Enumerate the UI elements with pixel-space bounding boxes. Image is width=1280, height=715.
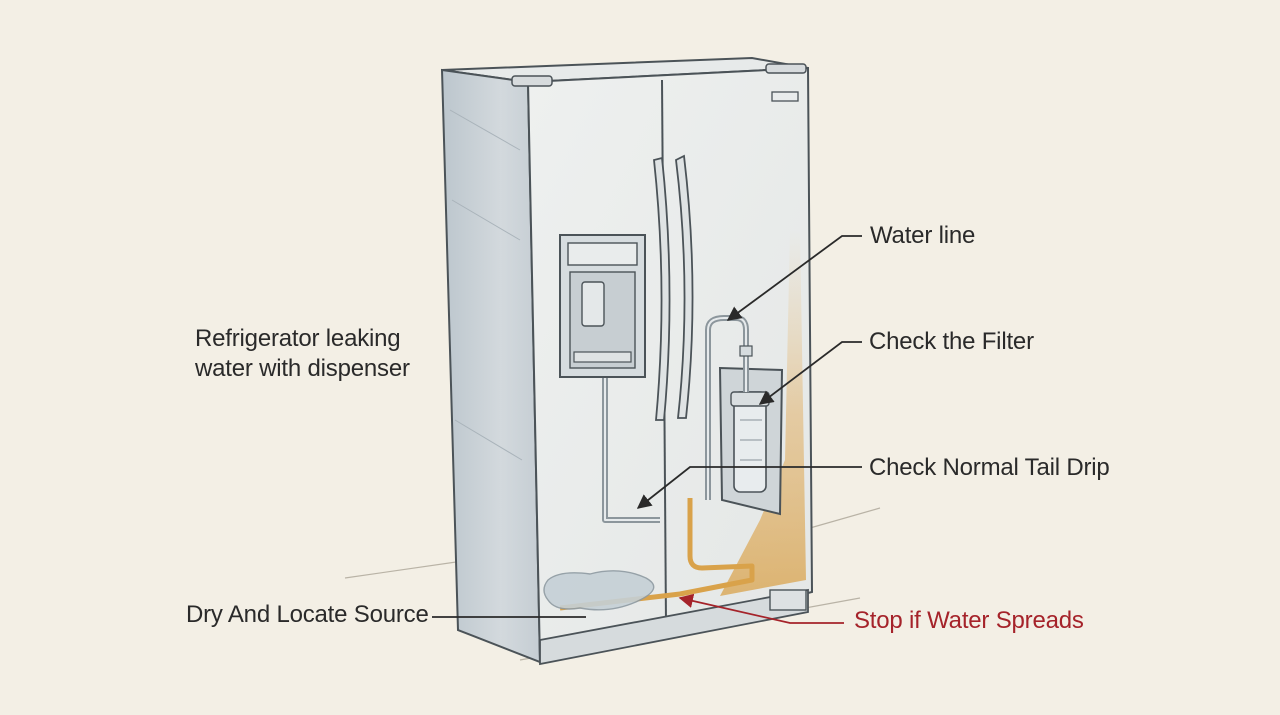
left-door-handle [653,156,671,421]
leak-stain [720,230,806,596]
water-dispenser [559,234,646,378]
right-door-handle [675,154,694,419]
callout-dry-locate-source: Dry And Locate Source [186,601,429,628]
check-filter-leader [758,341,862,405]
fridge-front [526,66,814,664]
callout-water-line: Water line [870,222,976,249]
check-tail-drip-leader [636,466,862,509]
diagram-title: Refrigerator leaking water with dispense… [195,324,410,384]
stop-spreads-leader [678,593,844,624]
callout-stop-if-water-spreads: Stop if Water Spreads [854,607,1084,634]
title-line-2: water with dispenser [195,355,410,382]
callout-check-filter: Check the Filter [869,328,1034,355]
leak-trace [559,498,755,611]
fridge-side [440,68,542,664]
title-line-1: Refrigerator leaking [195,325,401,352]
water-filter-icon [718,366,784,516]
callout-check-tail-drip: Check Normal Tail Drip [869,454,1110,481]
water-puddle-icon [543,570,655,611]
water-line-leader [726,235,862,321]
callout-leaders [432,235,862,624]
